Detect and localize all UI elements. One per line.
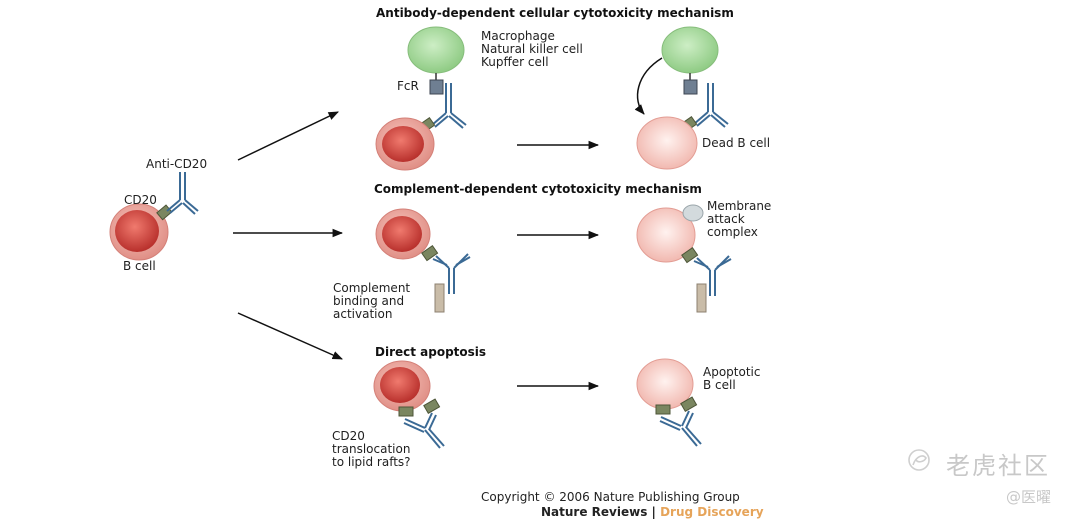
antibody-apoptosis [403,412,445,449]
journal-section: Drug Discovery [660,505,764,519]
cd20-marker [421,245,439,262]
fcr-receptor [429,79,444,95]
initial-b-cell [109,203,169,261]
dead-b-cell-label: Dead B cell [702,136,771,150]
membrane-attack-complex-labels: Membrane attack complex [707,200,771,239]
antibody-cdc-result [693,255,732,296]
cd20-label: CD20 [124,193,157,207]
effector-cell-result [661,26,719,74]
mac-label: complex [707,225,758,239]
arrow-to-apoptosis [237,312,343,360]
fcr-receptor [683,79,698,95]
apoptotic-label: Apoptotic [703,365,761,379]
watermark-brand: 老虎社区 [946,452,1050,480]
antibody-cdc [432,253,471,294]
complement-protein [696,283,707,313]
effector-label: Natural killer cell [481,42,583,56]
arrow-to-adcc [237,111,339,161]
antibody-adcc-result [693,83,729,128]
apoptosis-title: Direct apoptosis [375,345,487,359]
journal-name: Nature Reviews [541,505,648,519]
cd20-marker [398,406,414,417]
complement-label: activation [333,307,393,321]
complement-labels: Complement binding and activation [333,282,410,321]
anti-cd20-label: Anti-CD20 [146,157,208,171]
journal-credit: Nature Reviews | Drug Discovery [541,505,764,519]
translocation-label: translocation [332,442,411,456]
watermark-logo-icon [908,449,930,471]
b-cell-apoptosis [373,360,431,412]
effector-cell [407,26,465,74]
translocation-label: CD20 [332,429,365,443]
membrane-attack-complex [682,204,704,222]
fcr-label: FcR [397,79,419,93]
complement-label: Complement [333,281,411,295]
b-cell-adcc [375,117,435,171]
mac-label: Membrane [707,199,772,213]
cdc-title: Complement-dependent cytotoxicity mechan… [374,182,702,196]
adcc-title: Antibody-dependent cellular cytotoxicity… [376,6,734,20]
apoptotic-label: B cell [703,378,736,392]
antibody-adcc [431,83,467,129]
apoptotic-b-cell-labels: Apoptotic B cell [703,366,760,392]
lysed-b-cell [636,207,696,263]
cd20-marker [680,396,698,413]
b-cell-label: B cell [123,259,156,273]
mac-label: attack [707,212,745,226]
killing-arrow [634,57,663,115]
cd20-marker [655,404,671,415]
effector-label: Kupffer cell [481,55,549,69]
translocation-label: to lipid rafts? [332,455,411,469]
dead-b-cell [636,116,698,170]
complement-protein [434,283,445,313]
cd20-marker [423,398,441,415]
cd20-translocation-labels: CD20 translocation to lipid rafts? [332,430,411,469]
watermark-handle: @医曜 [1006,488,1052,506]
effector-label: Macrophage [481,29,555,43]
cd20-marker [681,247,699,264]
antibody-apoptosis-result [659,410,702,447]
credit-separator: | [647,505,661,519]
b-cell-cdc [375,208,431,260]
effector-cell-labels: Macrophage Natural killer cell Kupffer c… [481,30,583,69]
complement-label: binding and [333,294,405,308]
anti-cd20-antibody [166,172,199,215]
copyright-text: Copyright © 2006 Nature Publishing Group [481,490,740,504]
